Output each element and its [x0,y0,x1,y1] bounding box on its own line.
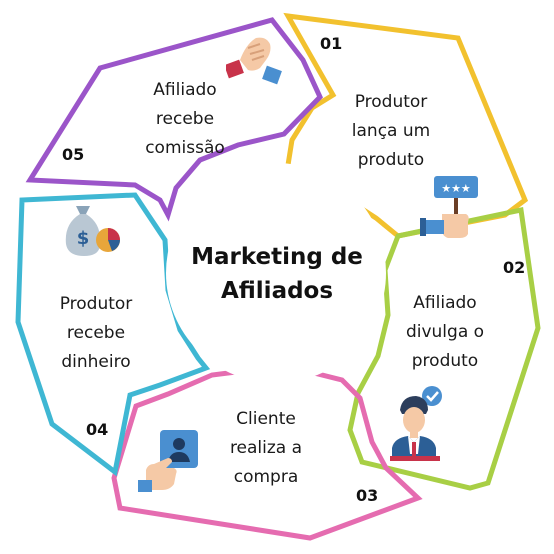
step-02-label-line-2: divulga o [405,322,485,342]
step-04-label-line-1: Produtor [59,294,133,314]
verified-person-icon [390,386,442,461]
step-04-number: 04 [86,420,109,439]
step-04-label: Produtor recebe dinheiro [36,290,156,377]
step-03-label: Cliente realiza a compra [206,405,326,492]
step-03-label-line-2: realiza a [229,438,303,458]
step-01-number: 01 [320,34,343,53]
center-title: Marketing de Afiliados [170,240,384,308]
step-04-label-line-2: recebe [66,323,126,343]
step-05-label-line-3: comissão [145,138,225,158]
step-01-label: Produtor lança um produto [326,88,456,175]
step-05-label-line-2: recebe [155,109,215,129]
segment-02-arrow [347,207,541,491]
svg-text:★★★: ★★★ [441,182,471,195]
center-circle [166,163,386,383]
center-title-line-2: Afiliados [220,278,334,304]
handshake-icon [226,37,282,85]
step-03-label-line-3: compra [233,467,299,487]
step-01-label-line-2: lança um [351,121,431,141]
rating-stars-sign-icon: ★★★ [420,176,478,238]
svg-text:$: $ [77,228,90,249]
step-02-label-line-1: Afiliado [413,293,477,313]
step-05-label: Afiliado recebe comissão [126,76,244,163]
step-05-number: 05 [62,145,85,164]
step-05-label-line-1: Afiliado [153,80,217,100]
center-title-line-1: Marketing de [191,244,363,270]
segment-05-arrow [25,17,323,222]
step-02-number: 02 [503,258,526,277]
step-02-label: Afiliado divulga o produto [390,289,500,376]
step-01-label-line-1: Produtor [354,92,428,112]
step-02-label-line-3: produto [411,351,479,371]
step-03-number: 03 [356,486,379,505]
hand-pointing-screen-icon [138,430,198,492]
step-04-label-line-3: dinheiro [61,352,131,372]
step-01-label-line-3: produto [357,150,425,170]
money-bag-chart-icon: $ [65,206,120,256]
step-03-label-line-1: Cliente [236,409,296,429]
